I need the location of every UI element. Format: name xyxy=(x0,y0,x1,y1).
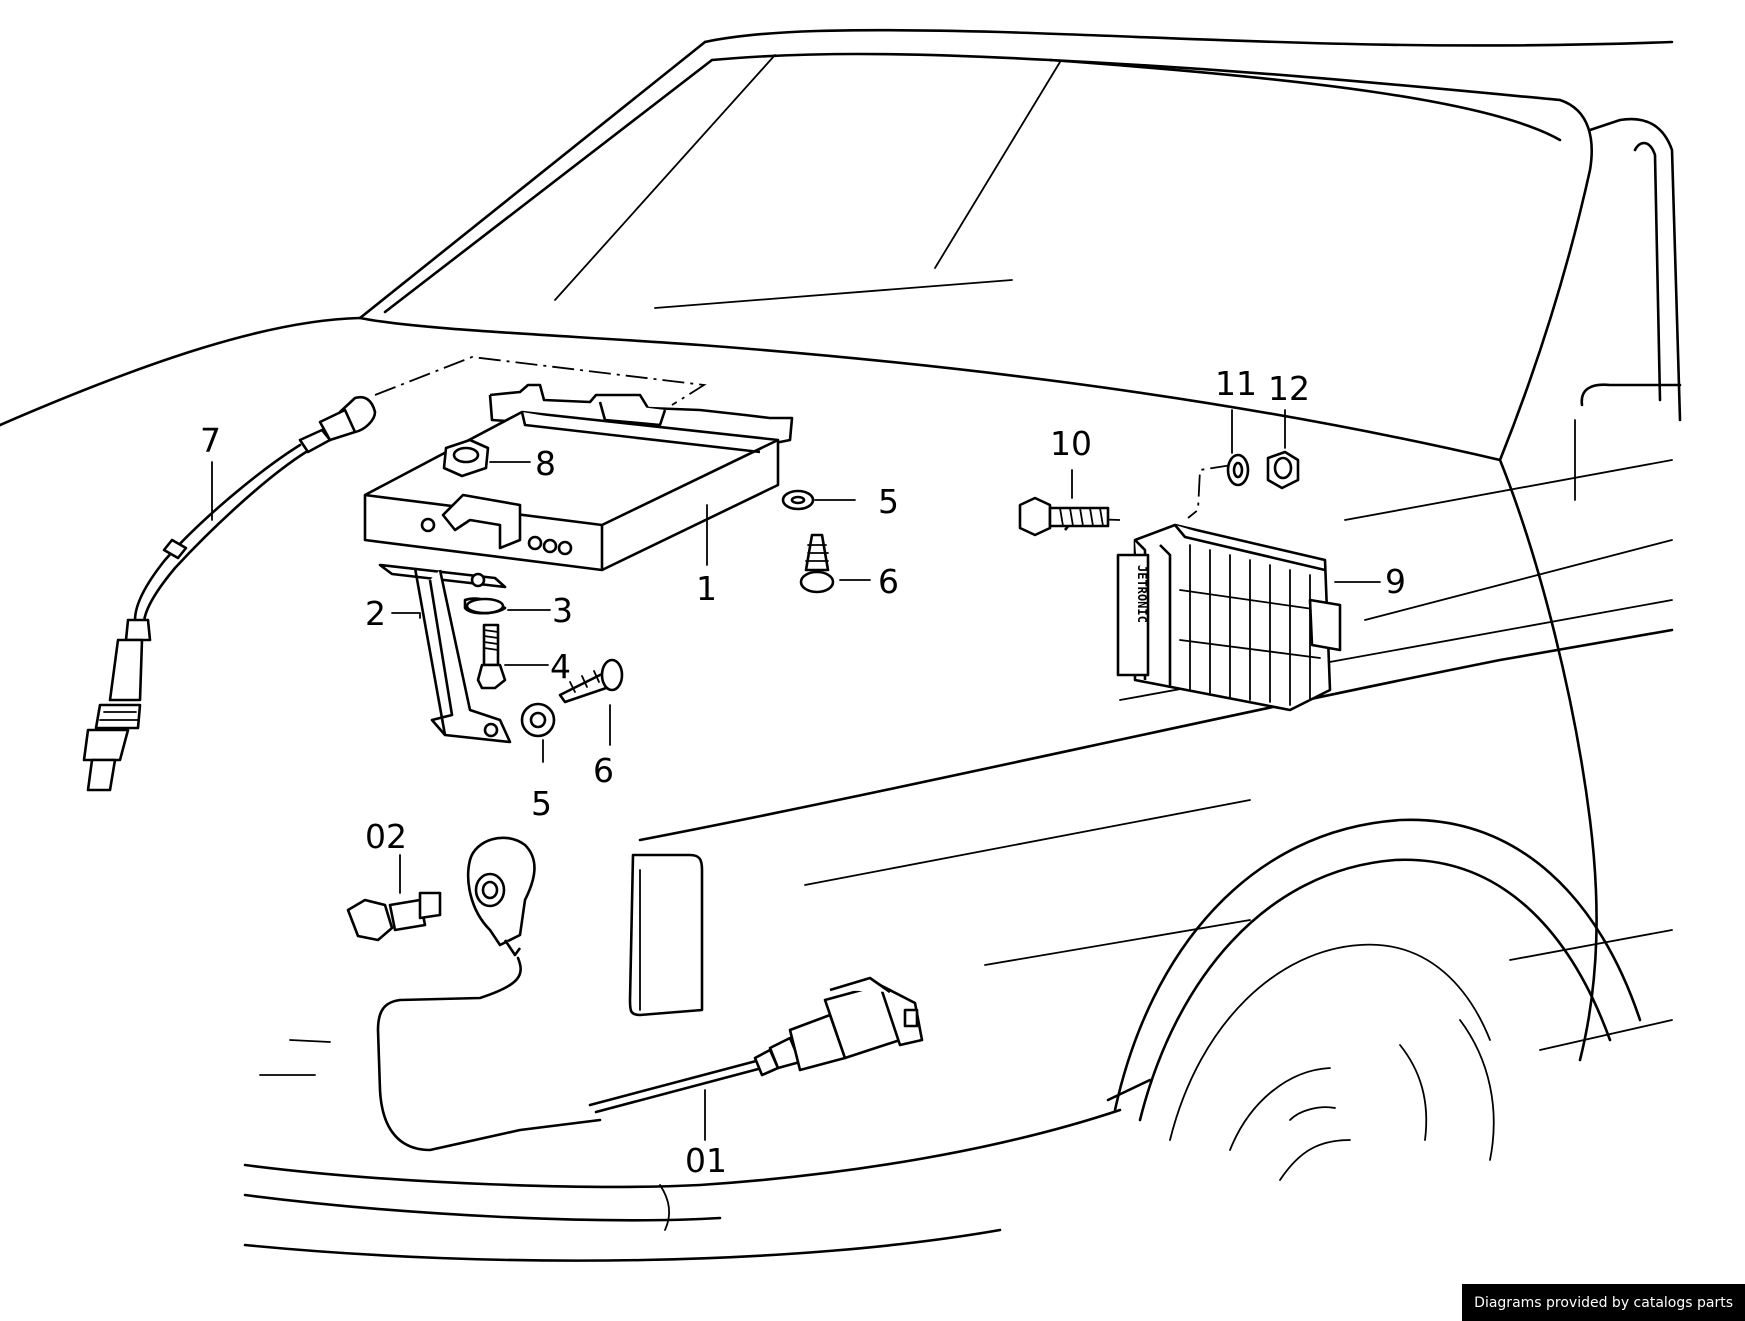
callout-4: 4 xyxy=(550,647,571,686)
bolt-part-10 xyxy=(1018,496,1110,537)
callout-7: 7 xyxy=(200,421,221,460)
oxygen-sensor-part-7 xyxy=(82,395,377,792)
nut-part-12 xyxy=(1266,450,1300,490)
callout-6-bottom: 6 xyxy=(593,751,614,790)
callout-5-top: 5 xyxy=(878,482,899,521)
callout-1: 1 xyxy=(696,569,717,608)
callout-6-top: 6 xyxy=(878,562,899,601)
bracket-part-2 xyxy=(378,563,512,744)
callout-8: 8 xyxy=(535,444,556,483)
nut-part-8 xyxy=(442,438,490,478)
callout-labels: 1 2 3 4 5 5 6 6 7 8 9 10 11 12 01 02 xyxy=(200,364,1406,1180)
ecu-branding-text: JETRONIC xyxy=(1135,565,1149,623)
callout-11: 11 xyxy=(1215,364,1257,403)
washer-part-11 xyxy=(1226,453,1250,487)
knock-sensor-part-02 xyxy=(346,836,602,1152)
diagram-credit-banner: Diagrams provided by catalogs parts xyxy=(1462,1284,1745,1321)
callout-3: 3 xyxy=(552,591,573,630)
callout-5-bottom: 5 xyxy=(531,784,552,823)
mounting-guide-line xyxy=(1187,464,1233,519)
callout-2: 2 xyxy=(365,594,386,633)
screw-part-6-top xyxy=(799,533,835,594)
car-body-outline xyxy=(0,28,1682,1262)
stud-bolt-part-4 xyxy=(476,623,507,690)
screw-part-6-bottom xyxy=(558,658,624,704)
callout-01: 01 xyxy=(685,1141,727,1180)
control-unit-part-1 xyxy=(363,383,794,572)
callout-12: 12 xyxy=(1268,369,1310,408)
leader-lines xyxy=(211,409,1381,1141)
callout-10: 10 xyxy=(1050,424,1092,463)
engine-bay-outline xyxy=(374,356,707,406)
spring-washer-part-3 xyxy=(463,597,507,615)
callout-9: 9 xyxy=(1385,562,1406,601)
washer-part-5-bottom xyxy=(520,702,556,738)
washer-part-5-top xyxy=(781,489,815,511)
ecu-part-9: JETRONIC xyxy=(1044,510,1342,712)
callout-02: 02 xyxy=(365,817,407,856)
connector-part-01 xyxy=(588,976,924,1114)
